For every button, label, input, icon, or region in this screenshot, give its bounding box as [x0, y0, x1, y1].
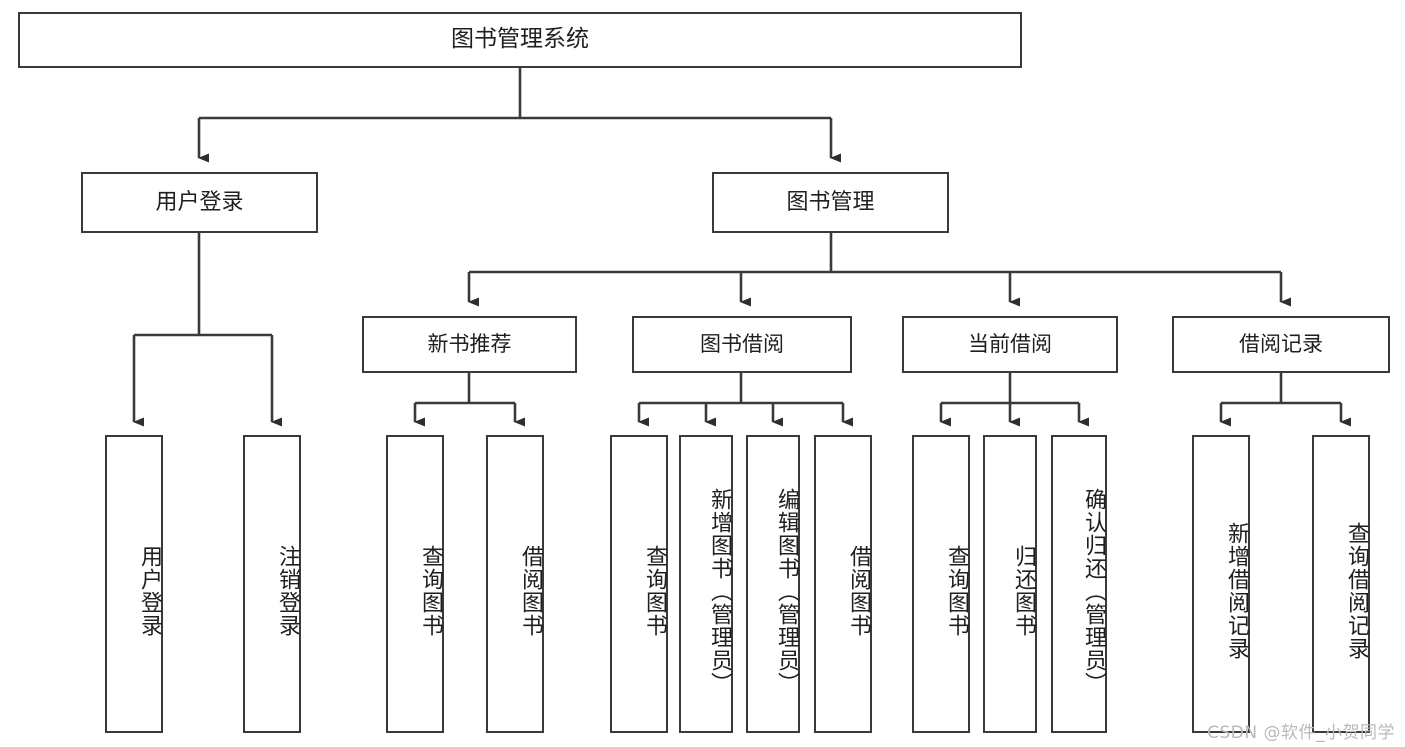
node-label: 新书推荐: [427, 332, 512, 357]
leaf-current-confirm-return-admin[interactable]: 确认归还（管理员）: [1051, 435, 1107, 733]
leaf-borrow-edit-book-admin[interactable]: 编辑图书（管理员）: [746, 435, 800, 733]
node-label: 图书管理系统: [451, 26, 589, 53]
node-label: 注销登录: [275, 545, 300, 637]
node-book-management[interactable]: 图书管理: [712, 172, 949, 233]
node-book-borrow[interactable]: 图书借阅: [632, 316, 852, 373]
leaf-recommend-borrow-book[interactable]: 借阅图书: [486, 435, 544, 733]
leaf-current-query-book[interactable]: 查询图书: [912, 435, 970, 733]
leaf-recommend-query-book[interactable]: 查询图书: [386, 435, 444, 733]
leaf-borrow-add-book-admin[interactable]: 新增图书（管理员）: [679, 435, 733, 733]
leaf-record-query-record[interactable]: 查询借阅记录: [1312, 435, 1370, 733]
leaf-user-login-login[interactable]: 用户登录: [105, 435, 163, 733]
node-label: 确认归还（管理员）: [1081, 487, 1106, 695]
node-label: 用户登录: [137, 545, 162, 637]
leaf-current-return-book[interactable]: 归还图书: [983, 435, 1037, 733]
node-label: 借阅图书: [846, 545, 871, 637]
node-label: 新增图书（管理员）: [707, 487, 732, 695]
node-new-book-recommend[interactable]: 新书推荐: [362, 316, 577, 373]
node-user-login[interactable]: 用户登录: [81, 172, 318, 233]
node-label: 新增借阅记录: [1224, 522, 1249, 660]
node-label: 归还图书: [1011, 545, 1036, 637]
node-label: 用户登录: [155, 189, 244, 215]
node-label: 借阅记录: [1239, 332, 1323, 357]
node-root-system[interactable]: 图书管理系统: [18, 12, 1022, 68]
node-label: 借阅图书: [518, 545, 543, 637]
node-label: 图书借阅: [700, 332, 784, 357]
node-label: 查询借阅记录: [1344, 522, 1369, 660]
leaf-user-login-logout[interactable]: 注销登录: [243, 435, 301, 733]
node-label: 查询图书: [418, 545, 443, 637]
node-label: 当前借阅: [968, 332, 1052, 357]
leaf-borrow-borrow-book[interactable]: 借阅图书: [814, 435, 872, 733]
leaf-record-add-record[interactable]: 新增借阅记录: [1192, 435, 1250, 733]
node-label: 查询图书: [642, 545, 667, 637]
node-current-borrow[interactable]: 当前借阅: [902, 316, 1118, 373]
node-label: 查询图书: [944, 545, 969, 637]
node-borrow-record[interactable]: 借阅记录: [1172, 316, 1390, 373]
node-label: 编辑图书（管理员）: [774, 487, 799, 695]
csdn-watermark: CSDN @软件_小贺同学: [1207, 723, 1395, 743]
leaf-borrow-query-book[interactable]: 查询图书: [610, 435, 668, 733]
node-label: 图书管理: [786, 189, 875, 215]
